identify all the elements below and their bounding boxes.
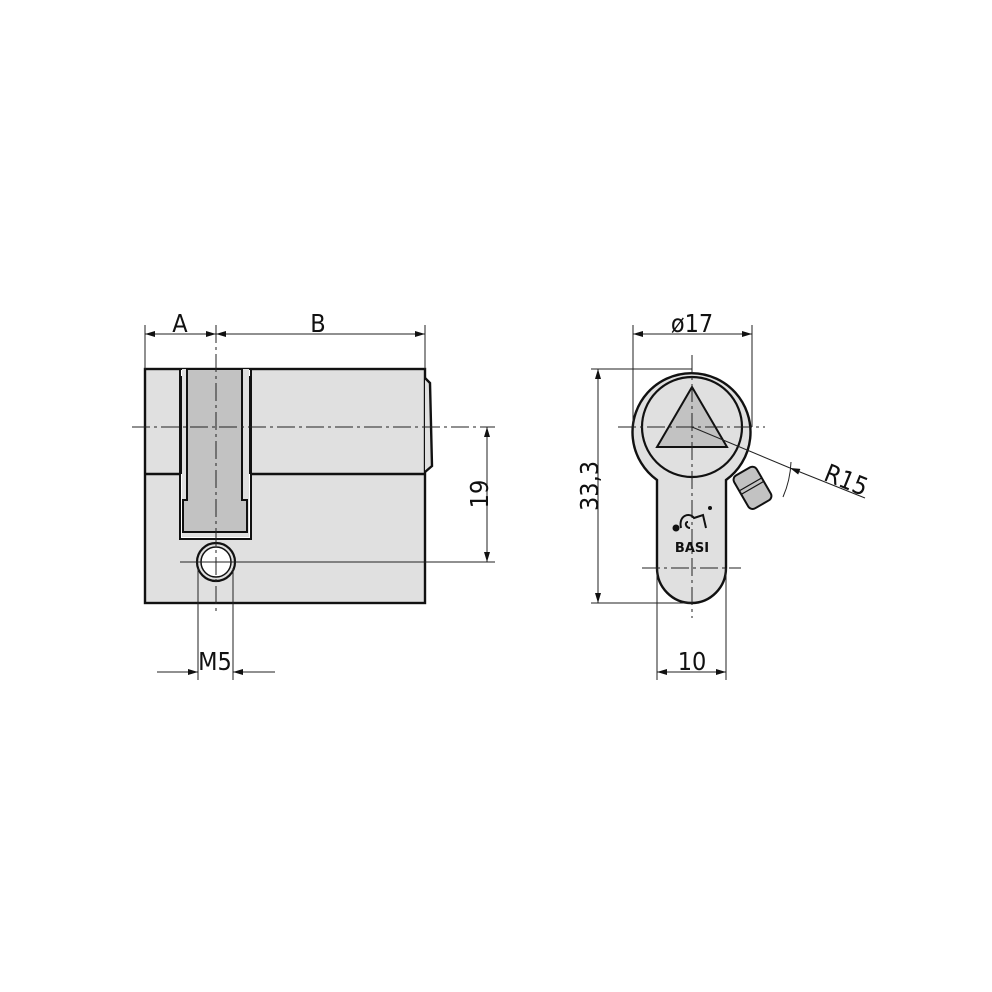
dim-m5-label: M5 [198, 647, 232, 676]
dim-width-label: 10 [678, 647, 707, 676]
side-view: A B 19 M5 [132, 309, 495, 680]
cam-pin [732, 465, 773, 510]
cylinder-stub [424, 377, 434, 473]
dim-19-label: 19 [465, 480, 494, 509]
basi-logo: BASI [672, 506, 712, 556]
dim-b-label: B [310, 309, 325, 338]
dim-radius-line [691, 426, 791, 469]
dim-radius-label: R15 [820, 458, 872, 501]
dim-height-label: 33,3 [575, 461, 604, 511]
dim-diameter-label: ø17 [671, 309, 713, 338]
front-view: BASI ø17 33,3 10 R15 [575, 309, 872, 680]
logo-text: BASI [675, 541, 709, 556]
cam [182, 368, 248, 533]
dim-a-label: A [172, 309, 188, 338]
